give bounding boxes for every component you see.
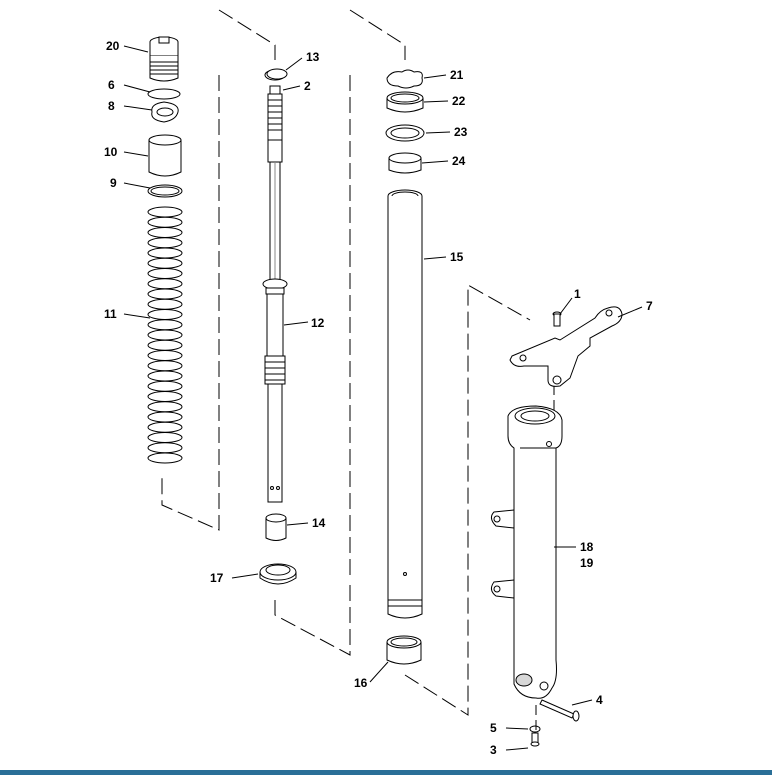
callout-9: 9 — [110, 176, 117, 190]
slider-part — [490, 405, 563, 699]
callout-15: 15 — [450, 250, 464, 264]
leader-lines — [123, 45, 643, 751]
callout-8: 8 — [108, 99, 115, 113]
spring-coil — [147, 319, 183, 331]
spring-coil — [147, 227, 183, 238]
spring-coil — [147, 216, 183, 228]
callout-7: 7 — [646, 299, 653, 313]
spring-coil — [147, 257, 183, 269]
spring-coil — [147, 380, 183, 392]
callout-5: 5 — [490, 721, 497, 735]
bracket-plate-part — [509, 306, 623, 387]
callout-20: 20 — [106, 39, 120, 53]
spring-coil — [147, 360, 183, 372]
spring-coil — [147, 206, 183, 218]
spring-coil — [147, 421, 183, 433]
washer-part — [147, 184, 183, 198]
spring-coil — [147, 432, 183, 443]
spring-coil — [147, 309, 183, 320]
spring-coil — [147, 288, 183, 300]
spring-coil — [147, 442, 183, 454]
fork-spring-part — [147, 206, 183, 464]
callout-19: 19 — [580, 556, 594, 570]
spring-coil — [147, 298, 183, 310]
fork-cap-part — [149, 36, 179, 82]
callout-12: 12 — [311, 316, 325, 330]
spring-coil — [147, 350, 183, 361]
callout-6: 6 — [108, 78, 115, 92]
callout-13: 13 — [306, 50, 320, 64]
callout-23: 23 — [454, 125, 468, 139]
bolt-part — [539, 699, 580, 722]
wave-washer-part — [386, 69, 423, 89]
callout-4: 4 — [596, 693, 603, 707]
callout-1: 1 — [574, 287, 581, 301]
lower-bushing-part — [386, 635, 422, 665]
callout-17: 17 — [210, 571, 224, 585]
oil-seal-part — [385, 124, 425, 142]
callout-16: 16 — [354, 676, 368, 690]
retaining-ring-part — [151, 101, 179, 123]
damper-rod-part — [262, 69, 288, 503]
o-ring-part — [147, 88, 181, 100]
rod-bushing-part — [265, 513, 287, 541]
callout-14: 14 — [312, 516, 326, 530]
small-washer-part — [266, 68, 288, 80]
spring-coil — [147, 268, 183, 279]
spring-coil — [147, 329, 183, 341]
callout-10: 10 — [104, 145, 118, 159]
alignment-line-middle — [349, 9, 531, 716]
callout-labels: 20 6 8 10 9 11 13 2 12 14 17 21 22 23 24… — [104, 39, 653, 757]
callout-3: 3 — [490, 743, 497, 757]
slider-cap-part — [386, 91, 424, 113]
callout-22: 22 — [452, 94, 466, 108]
spring-coil — [147, 370, 183, 382]
spring-coil — [147, 401, 183, 413]
drain-screw-part — [530, 732, 540, 747]
spring-coil — [147, 391, 183, 402]
bottom-border-bar — [0, 770, 772, 775]
spring-coil — [147, 339, 183, 351]
callout-2: 2 — [304, 79, 311, 93]
spring-coil — [147, 411, 183, 423]
spring-coil — [147, 247, 183, 259]
upper-bushing-part — [388, 152, 422, 174]
spring-coil — [147, 452, 183, 464]
alignment-line-left — [161, 9, 351, 656]
callout-21: 21 — [450, 68, 464, 82]
spring-coil — [147, 237, 183, 249]
fork-tube-part — [387, 189, 423, 619]
oil-lock-part — [259, 563, 297, 585]
spacer-part — [148, 134, 182, 177]
callout-11: 11 — [104, 307, 117, 321]
callout-18: 18 — [580, 540, 594, 554]
drain-washer-part — [529, 725, 541, 733]
screw-part — [552, 311, 562, 327]
callout-24: 24 — [452, 154, 466, 168]
spring-coil — [147, 278, 183, 290]
